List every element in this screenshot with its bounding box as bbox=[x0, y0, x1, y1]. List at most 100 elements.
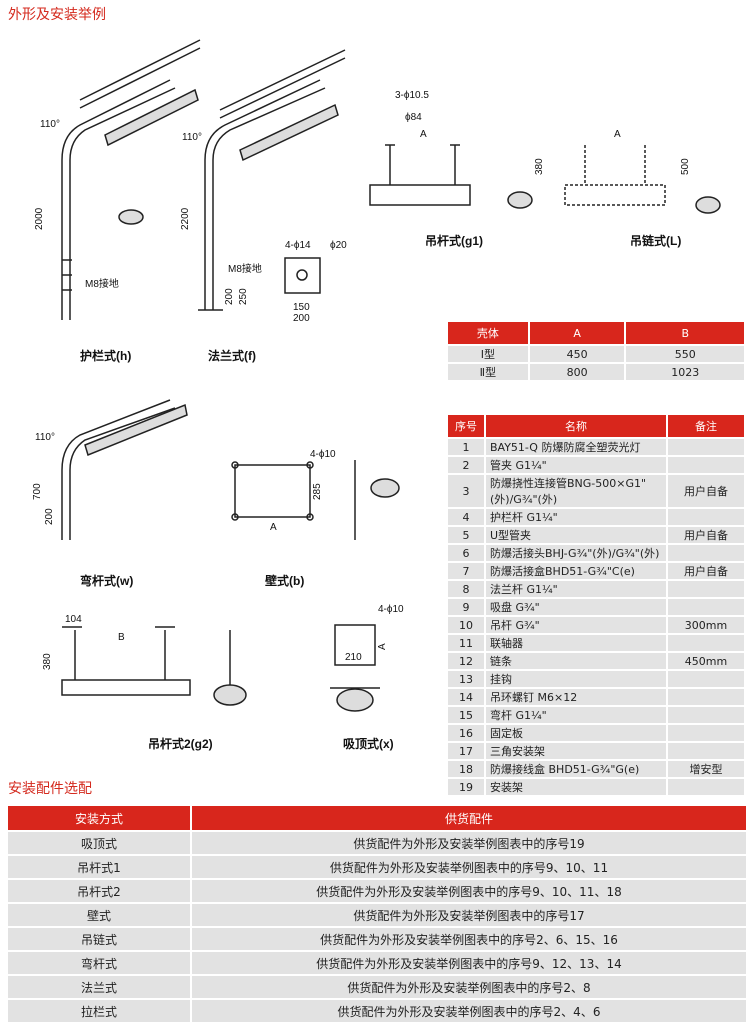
table-cell: 450 bbox=[529, 346, 625, 362]
table-cell: 供货配件为外形及安装举例图表中的序号9、10、11 bbox=[192, 856, 746, 878]
table-cell bbox=[668, 707, 744, 723]
section-title-examples: 外形及安装举例 bbox=[8, 7, 106, 23]
table-cell: 15 bbox=[448, 707, 484, 723]
svg-text:2000: 2000 bbox=[34, 207, 45, 230]
table-cell: 吊杆式1 bbox=[8, 856, 190, 878]
svg-text:吊链式(L): 吊链式(L) bbox=[630, 233, 681, 248]
table-cell: 5 bbox=[448, 527, 484, 543]
table-cell bbox=[668, 671, 744, 687]
table-cell: 安装架 bbox=[486, 779, 666, 795]
svg-text:ϕ84: ϕ84 bbox=[405, 112, 422, 123]
table-cell: Ⅰ型 bbox=[448, 346, 528, 362]
table-cell: 6 bbox=[448, 545, 484, 561]
svg-text:4-ϕ10: 4-ϕ10 bbox=[310, 449, 336, 460]
table-row: 拉栏式供货配件为外形及安装举例图表中的序号2、4、6 bbox=[8, 1000, 746, 1022]
svg-text:法兰式(f): 法兰式(f) bbox=[208, 348, 256, 363]
svg-text:2200: 2200 bbox=[180, 207, 191, 230]
svg-text:4-ϕ14: 4-ϕ14 bbox=[285, 240, 311, 251]
table-cell: 供货配件为外形及安装举例图表中的序号9、12、13、14 bbox=[192, 952, 746, 974]
table-cell: 7 bbox=[448, 563, 484, 579]
table-cell: 链条 bbox=[486, 653, 666, 669]
table-row: 吊链式供货配件为外形及安装举例图表中的序号2、6、15、16 bbox=[8, 928, 746, 950]
svg-text:200: 200 bbox=[44, 508, 55, 525]
drawing-flange-plate: 4-ϕ14 ϕ20 150 200 bbox=[284, 240, 347, 324]
svg-text:M8接地: M8接地 bbox=[85, 277, 119, 290]
table-cell: 吊杆 G¾" bbox=[486, 617, 666, 633]
table-cell: 增安型 bbox=[668, 761, 744, 777]
svg-text:4-ϕ10: 4-ϕ10 bbox=[378, 604, 404, 615]
table-cell: 10 bbox=[448, 617, 484, 633]
table-cell bbox=[668, 457, 744, 473]
table-cell bbox=[668, 779, 744, 795]
table-cell: 吊杆式2 bbox=[8, 880, 190, 902]
svg-text:A: A bbox=[614, 129, 621, 140]
svg-text:A: A bbox=[270, 522, 277, 533]
col-header: 序号 bbox=[448, 415, 484, 437]
table-cell: 9 bbox=[448, 599, 484, 615]
svg-text:ϕ20: ϕ20 bbox=[330, 240, 347, 251]
svg-text:壁式(b): 壁式(b) bbox=[265, 573, 304, 588]
svg-text:3-ϕ10.5: 3-ϕ10.5 bbox=[395, 90, 429, 101]
drawing-rod-suspension-1: 3-ϕ10.5 ϕ84 A 380 吊杆式(g1) bbox=[369, 90, 545, 248]
table-cell: 用户自备 bbox=[668, 527, 744, 543]
svg-text:110°: 110° bbox=[35, 432, 55, 443]
table-cell: 防爆活接头BHJ-G¾"(外)/G¾"(外) bbox=[486, 545, 666, 561]
drawing-rod-suspension-2: 104 B 380 吊杆式2(g2) bbox=[42, 614, 247, 751]
svg-text:200: 200 bbox=[224, 288, 235, 305]
table-cell: 吊环螺钉 M6×12 bbox=[486, 689, 666, 705]
svg-text:吸顶式(x): 吸顶式(x) bbox=[343, 736, 394, 751]
table-cell bbox=[668, 599, 744, 615]
svg-text:吊杆式(g1): 吊杆式(g1) bbox=[425, 233, 483, 248]
table-cell: 挂钩 bbox=[486, 671, 666, 687]
table-cell bbox=[668, 689, 744, 705]
table-cell: 300mm bbox=[668, 617, 744, 633]
table-cell bbox=[668, 509, 744, 525]
col-header: 备注 bbox=[668, 415, 744, 437]
table-cell: 11 bbox=[448, 635, 484, 651]
svg-text:210: 210 bbox=[345, 652, 362, 663]
table-cell: 吸顶式 bbox=[8, 832, 190, 854]
col-header: 名称 bbox=[486, 415, 666, 437]
table-cell: 4 bbox=[448, 509, 484, 525]
svg-text:A: A bbox=[420, 129, 427, 140]
table-cell: 弯杆式 bbox=[8, 952, 190, 974]
drawing-wall-mount: 4-ϕ10 285 A 壁式(b) bbox=[231, 449, 400, 588]
table-cell: 2 bbox=[448, 457, 484, 473]
table-cell: 弯杆 G1¼" bbox=[486, 707, 666, 723]
table-cell: 19 bbox=[448, 779, 484, 795]
col-header: A bbox=[529, 322, 625, 344]
svg-text:吊杆式2(g2): 吊杆式2(g2) bbox=[148, 736, 213, 751]
svg-text:500: 500 bbox=[680, 158, 691, 175]
table-cell: 防爆活接盒BHD51-G¾"C(e) bbox=[486, 563, 666, 579]
table-cell: 管夹 G1¼" bbox=[486, 457, 666, 473]
table-cell: 16 bbox=[448, 725, 484, 741]
table-cell: 三角安装架 bbox=[486, 743, 666, 759]
table-row: 法兰式供货配件为外形及安装举例图表中的序号2、8 bbox=[8, 976, 746, 998]
installation-drawings: 110° 2000 M8接地 护栏式(h) 110° 2200 M8接地 200… bbox=[32, 39, 721, 751]
table-cell: 防爆挠性连接管BNG-500×G1" (外)/G¾"(外) bbox=[486, 475, 666, 507]
table-cell: 法兰杆 G1¼" bbox=[486, 581, 666, 597]
drawing-chain-suspension: A 500 吊链式(L) bbox=[564, 129, 721, 248]
drawing-bent-rod-mount: 110° 700 200 弯杆式(w) bbox=[32, 399, 188, 588]
col-header: 壳体 bbox=[448, 322, 528, 344]
drawing-guardrail-mount: 110° 2000 M8接地 护栏式(h) bbox=[34, 39, 201, 363]
svg-text:200: 200 bbox=[293, 313, 310, 324]
table-row: 吸顶式供货配件为外形及安装举例图表中的序号19 bbox=[8, 832, 746, 854]
table-cell: 固定板 bbox=[486, 725, 666, 741]
